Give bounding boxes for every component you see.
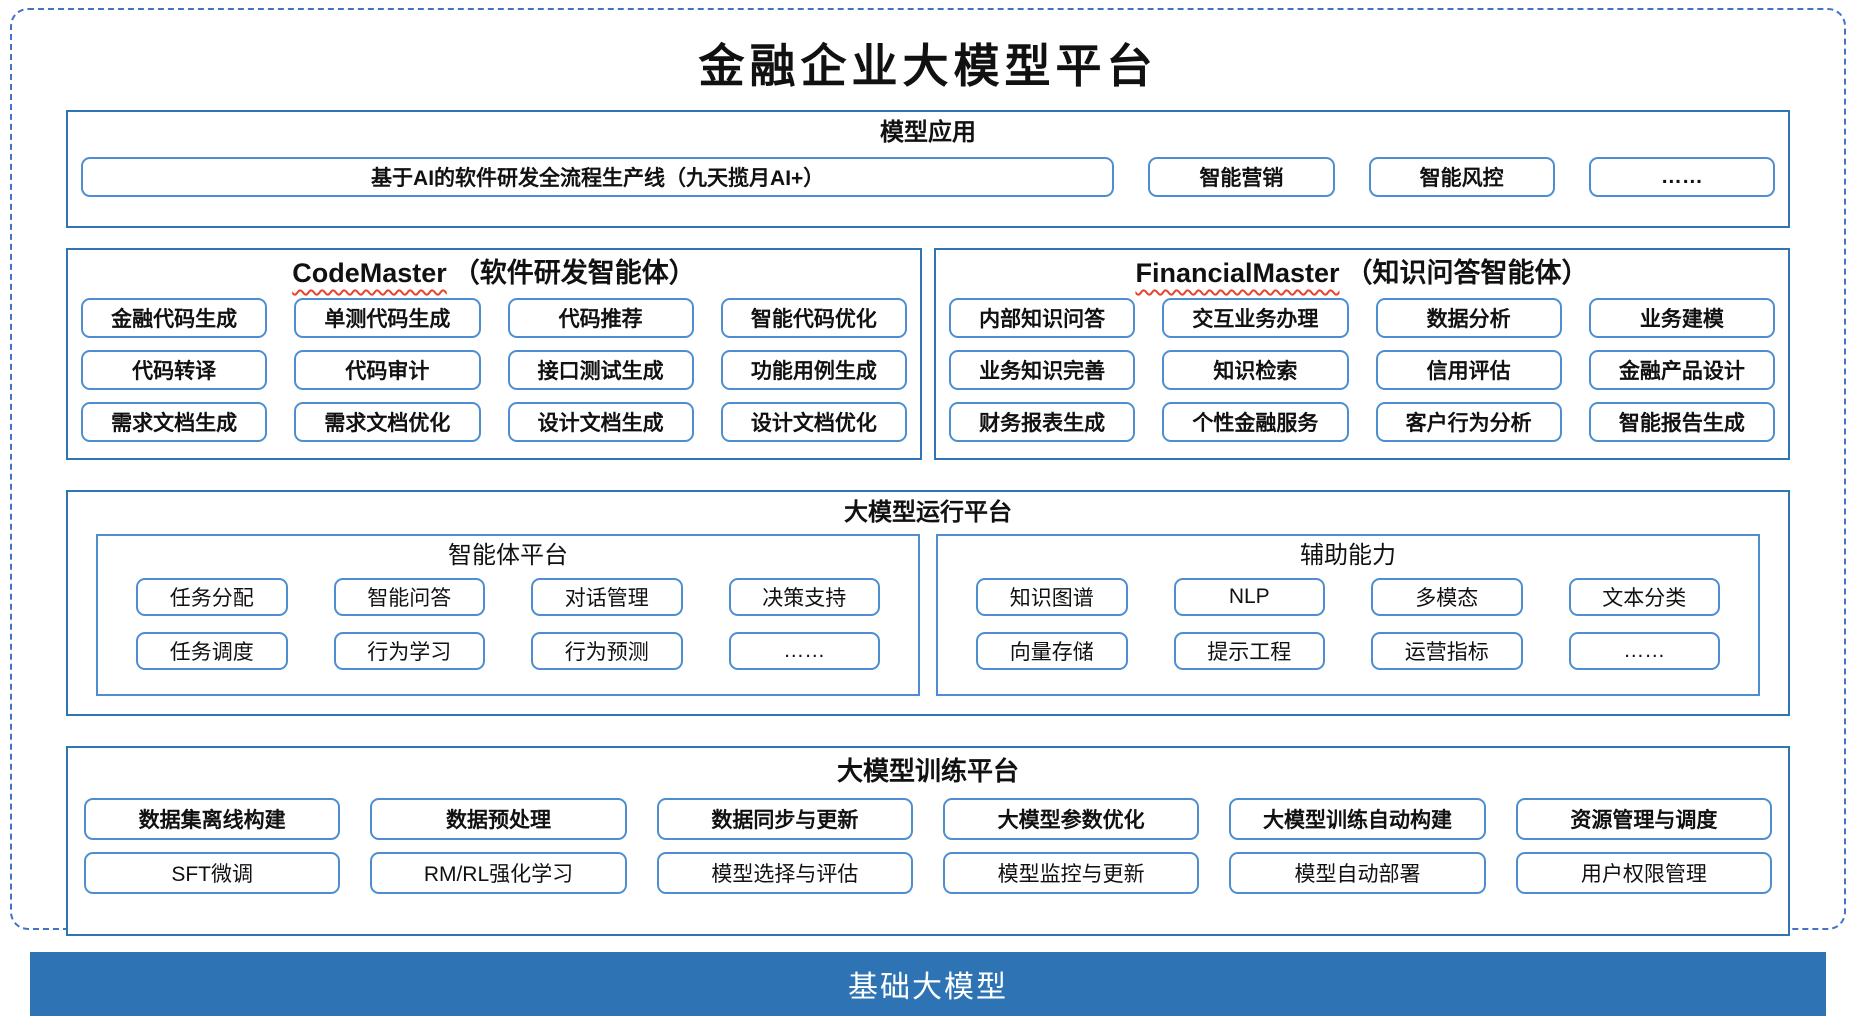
section-codemaster: CodeMaster（软件研发智能体） 金融代码生成 单测代码生成 代码推荐 智… xyxy=(66,248,922,460)
capability-box: 业务建模 xyxy=(1588,298,1775,338)
capability-box: 决策支持 xyxy=(728,578,880,616)
capability-box: 金融代码生成 xyxy=(81,298,268,338)
pipeline-box: 基于AI的软件研发全流程生产线（九天揽月AI+） xyxy=(81,157,1115,197)
capability-box: 运营指标 xyxy=(1371,632,1523,670)
capability-box: 个性金融服务 xyxy=(1162,402,1349,442)
capability-box: 模型监控与更新 xyxy=(943,852,1200,894)
model-applications-header: 模型应用 xyxy=(880,119,976,146)
capability-box: 代码转译 xyxy=(81,350,268,390)
capability-box: 需求文档生成 xyxy=(81,402,268,442)
capability-box: …… xyxy=(728,632,880,670)
capability-box: 行为学习 xyxy=(333,632,485,670)
capability-box: 对话管理 xyxy=(531,578,683,616)
training-row-2: SFT微调 RM/RL强化学习 模型选择与评估 模型监控与更新 模型自动部署 用… xyxy=(84,852,1772,894)
financialmaster-header-zh: （知识问答智能体） xyxy=(1345,258,1589,288)
capability-box: 模型自动部署 xyxy=(1229,852,1486,894)
section-training-platform: 大模型训练平台 数据集离线构建 数据预处理 数据同步与更新 大模型参数优化 大模… xyxy=(66,746,1790,936)
capability-box: 设计文档生成 xyxy=(507,402,694,442)
capability-box: 客户行为分析 xyxy=(1375,402,1562,442)
financialmaster-header-en: FinancialMaster xyxy=(1135,258,1340,288)
capability-box: 大模型参数优化 xyxy=(943,798,1200,840)
capability-box: 数据同步与更新 xyxy=(656,798,913,840)
capability-box: 交互业务办理 xyxy=(1162,298,1349,338)
subsection-agent-platform: 智能体平台 任务分配 智能问答 对话管理 决策支持 任务调度 行为学习 行为预测… xyxy=(96,534,920,696)
codemaster-header: CodeMaster（软件研发智能体） xyxy=(81,256,907,290)
base-model-bar: 基础大模型 xyxy=(30,952,1826,1016)
capability-box: SFT微调 xyxy=(84,852,341,894)
capability-box: 多模态 xyxy=(1371,578,1523,616)
capability-box: NLP xyxy=(1173,578,1325,616)
capability-box: 设计文档优化 xyxy=(720,402,907,442)
capability-box: 资源管理与调度 xyxy=(1515,798,1772,840)
capability-box: 模型选择与评估 xyxy=(656,852,913,894)
training-header: 大模型训练平台 xyxy=(836,756,1019,786)
page-title: 金融企业大模型平台 xyxy=(698,39,1158,93)
codemaster-header-zh: （软件研发智能体） xyxy=(452,258,696,288)
capability-box: 向量存储 xyxy=(976,632,1128,670)
agents-columns: CodeMaster（软件研发智能体） 金融代码生成 单测代码生成 代码推荐 智… xyxy=(66,248,1790,460)
codemaster-grid: 金融代码生成 单测代码生成 代码推荐 智能代码优化 代码转译 代码审计 接口测试… xyxy=(81,298,907,442)
capability-box: 金融产品设计 xyxy=(1588,350,1775,390)
codemaster-header-en: CodeMaster xyxy=(292,258,447,288)
aux-capabilities-header: 辅助能力 xyxy=(1300,542,1396,569)
capability-box: 接口测试生成 xyxy=(507,350,694,390)
capability-box: 数据预处理 xyxy=(370,798,627,840)
capability-box: 知识图谱 xyxy=(976,578,1128,616)
subsection-aux-capabilities: 辅助能力 知识图谱 NLP 多模态 文本分类 向量存储 提示工程 运营指标 …… xyxy=(936,534,1760,696)
capability-box: 智能报告生成 xyxy=(1588,402,1775,442)
runtime-columns: 智能体平台 任务分配 智能问答 对话管理 决策支持 任务调度 行为学习 行为预测… xyxy=(96,534,1760,696)
capability-box: 用户权限管理 xyxy=(1515,852,1772,894)
capability-box: 知识检索 xyxy=(1162,350,1349,390)
capability-box: 数据集离线构建 xyxy=(84,798,341,840)
capability-box: 任务调度 xyxy=(136,632,288,670)
capability-box: RM/RL强化学习 xyxy=(370,852,627,894)
capability-box: 信用评估 xyxy=(1375,350,1562,390)
capability-box: 行为预测 xyxy=(531,632,683,670)
runtime-header: 大模型运行平台 xyxy=(844,499,1012,526)
capability-box: 数据分析 xyxy=(1375,298,1562,338)
agent-platform-header: 智能体平台 xyxy=(448,542,568,569)
financialmaster-header: FinancialMaster（知识问答智能体） xyxy=(949,256,1775,290)
capability-box: 单测代码生成 xyxy=(294,298,481,338)
capability-box: 智能营销 xyxy=(1148,157,1335,197)
capability-box: 代码审计 xyxy=(294,350,481,390)
aux-capabilities-grid: 知识图谱 NLP 多模态 文本分类 向量存储 提示工程 运营指标 …… xyxy=(976,578,1720,670)
capability-box: 提示工程 xyxy=(1173,632,1325,670)
capability-box: 大模型训练自动构建 xyxy=(1229,798,1486,840)
financialmaster-grid: 内部知识问答 交互业务办理 数据分析 业务建模 业务知识完善 知识检索 信用评估… xyxy=(949,298,1775,442)
capability-box: 文本分类 xyxy=(1568,578,1720,616)
capability-box: 财务报表生成 xyxy=(949,402,1136,442)
capability-box: 智能代码优化 xyxy=(720,298,907,338)
section-runtime-platform: 大模型运行平台 智能体平台 任务分配 智能问答 对话管理 决策支持 任务调度 行… xyxy=(66,490,1790,716)
capability-box: 内部知识问答 xyxy=(949,298,1136,338)
section-model-applications: 模型应用 基于AI的软件研发全流程生产线（九天揽月AI+） 智能营销 智能风控 … xyxy=(66,110,1790,228)
model-applications-row: 基于AI的软件研发全流程生产线（九天揽月AI+） 智能营销 智能风控 …… xyxy=(68,157,1788,197)
capability-box: 功能用例生成 xyxy=(720,350,907,390)
capability-box: 代码推荐 xyxy=(507,298,694,338)
capability-box: …… xyxy=(1588,157,1775,197)
agent-platform-grid: 任务分配 智能问答 对话管理 决策支持 任务调度 行为学习 行为预测 …… xyxy=(136,578,880,670)
outer-dashed-frame: 金融企业大模型平台 模型应用 基于AI的软件研发全流程生产线（九天揽月AI+） … xyxy=(10,8,1846,936)
section-financialmaster: FinancialMaster（知识问答智能体） 内部知识问答 交互业务办理 数… xyxy=(934,248,1790,460)
capability-box: 业务知识完善 xyxy=(949,350,1136,390)
capability-box: 智能风控 xyxy=(1368,157,1555,197)
capability-box: 智能问答 xyxy=(333,578,485,616)
capability-box: 需求文档优化 xyxy=(294,402,481,442)
capability-box: …… xyxy=(1568,632,1720,670)
capability-box: 任务分配 xyxy=(136,578,288,616)
training-row-1: 数据集离线构建 数据预处理 数据同步与更新 大模型参数优化 大模型训练自动构建 … xyxy=(84,798,1772,840)
